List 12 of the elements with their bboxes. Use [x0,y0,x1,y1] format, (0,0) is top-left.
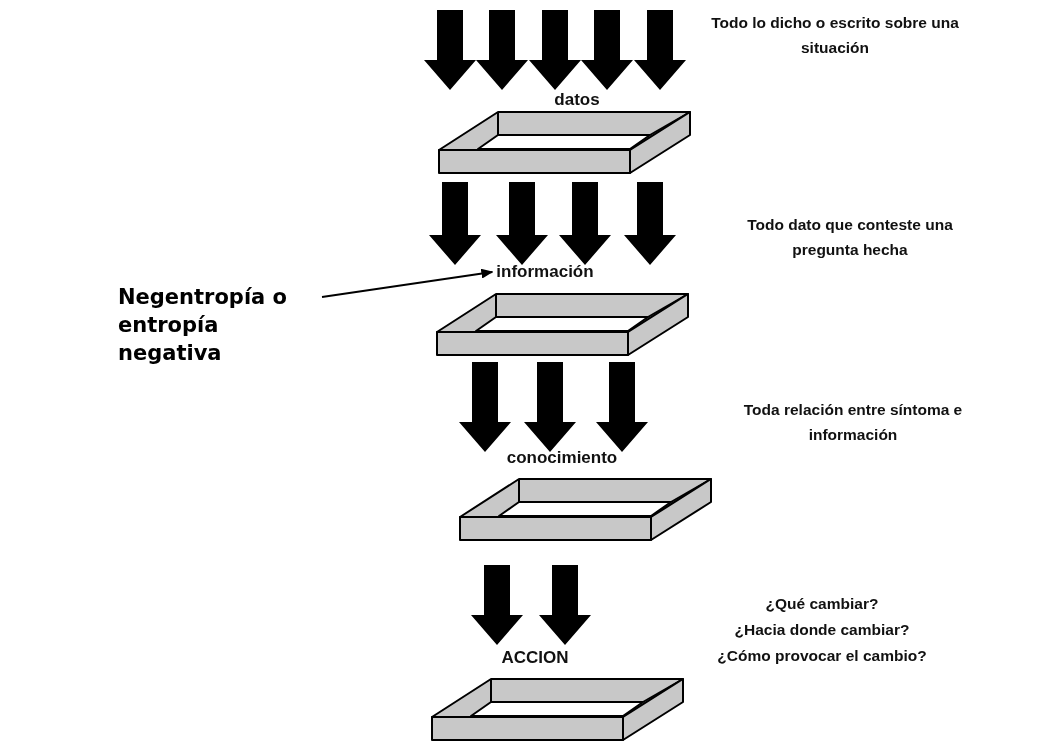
stage-label: ACCION [501,648,569,668]
description-text: Todo dato que conteste una pregunta hecha [746,215,954,260]
description-text: Todo lo dicho o escrito sobre una situación [710,13,960,58]
leader-arrow [321,268,494,298]
stage-label: información [496,262,594,282]
question-text: ¿Qué cambiar? [764,594,880,614]
question-text: ¿Cómo provocar el cambio? [716,646,928,666]
description-text: Toda relación entre síntoma e información [742,400,964,445]
callout-text: Negentropía o entropía negativa [118,283,318,367]
stage-label: conocimiento [506,448,618,468]
stage-label: datos [554,90,600,110]
question-text: ¿Hacia donde cambiar? [733,620,911,640]
